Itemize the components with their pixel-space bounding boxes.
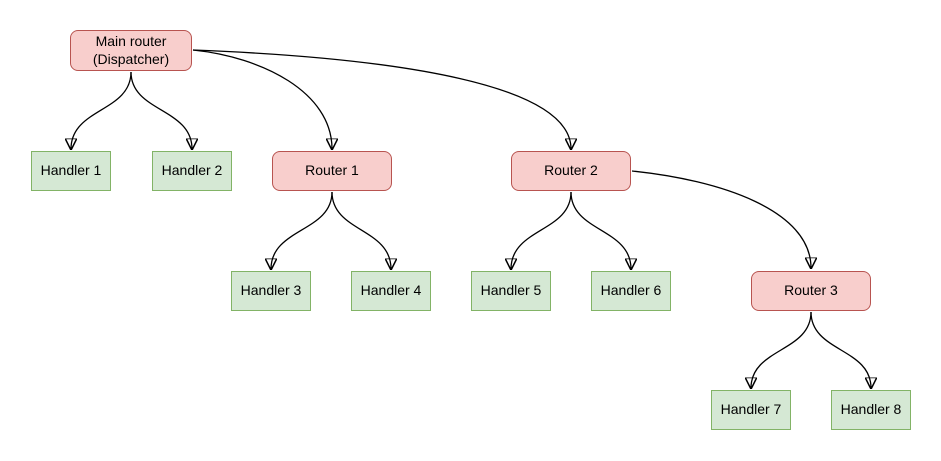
node-router-1-label: Router 1 [305, 162, 359, 179]
node-handler-6-label: Handler 6 [600, 282, 662, 299]
node-router-1: Router 1 [272, 151, 392, 191]
node-handler-2-label: Handler 2 [161, 162, 223, 179]
node-handler-3: Handler 3 [231, 271, 311, 311]
edge-router-1-to-handler-3 [271, 191, 333, 269]
node-router-3-label: Router 3 [784, 282, 838, 299]
node-main-router-label: Main router (Dispatcher) [92, 33, 170, 67]
node-handler-1-label: Handler 1 [40, 162, 102, 179]
node-router-3: Router 3 [751, 271, 871, 311]
edge-main-router-to-handler-1 [71, 71, 132, 149]
node-handler-7: Handler 7 [711, 390, 791, 430]
node-handler-1: Handler 1 [31, 151, 111, 191]
node-handler-8-label: Handler 8 [840, 401, 902, 418]
edge-router-3-to-handler-7 [751, 311, 812, 388]
node-handler-4-label: Handler 4 [360, 282, 422, 299]
node-main-router: Main router (Dispatcher) [70, 30, 192, 71]
edge-main-router-to-router-2 [192, 49, 571, 149]
node-handler-5-label: Handler 5 [480, 282, 542, 299]
node-router-2: Router 2 [511, 151, 631, 191]
node-router-2-label: Router 2 [544, 162, 598, 179]
node-handler-3-label: Handler 3 [240, 282, 302, 299]
node-handler-2: Handler 2 [152, 151, 232, 191]
node-handler-5: Handler 5 [471, 271, 551, 311]
edge-router-2-to-router-3 [631, 170, 811, 268]
node-handler-8: Handler 8 [831, 390, 911, 430]
edge-router-2-to-handler-5 [511, 191, 572, 269]
edge-main-router-to-router-1 [192, 49, 332, 149]
node-handler-4: Handler 4 [351, 271, 431, 311]
edge-router-1-to-handler-4 [331, 191, 391, 269]
node-handler-6: Handler 6 [591, 271, 671, 311]
edge-main-router-to-handler-2 [130, 71, 192, 149]
edge-router-3-to-handler-8 [810, 311, 871, 388]
edge-router-2-to-handler-6 [570, 191, 631, 269]
node-handler-7-label: Handler 7 [720, 401, 782, 418]
